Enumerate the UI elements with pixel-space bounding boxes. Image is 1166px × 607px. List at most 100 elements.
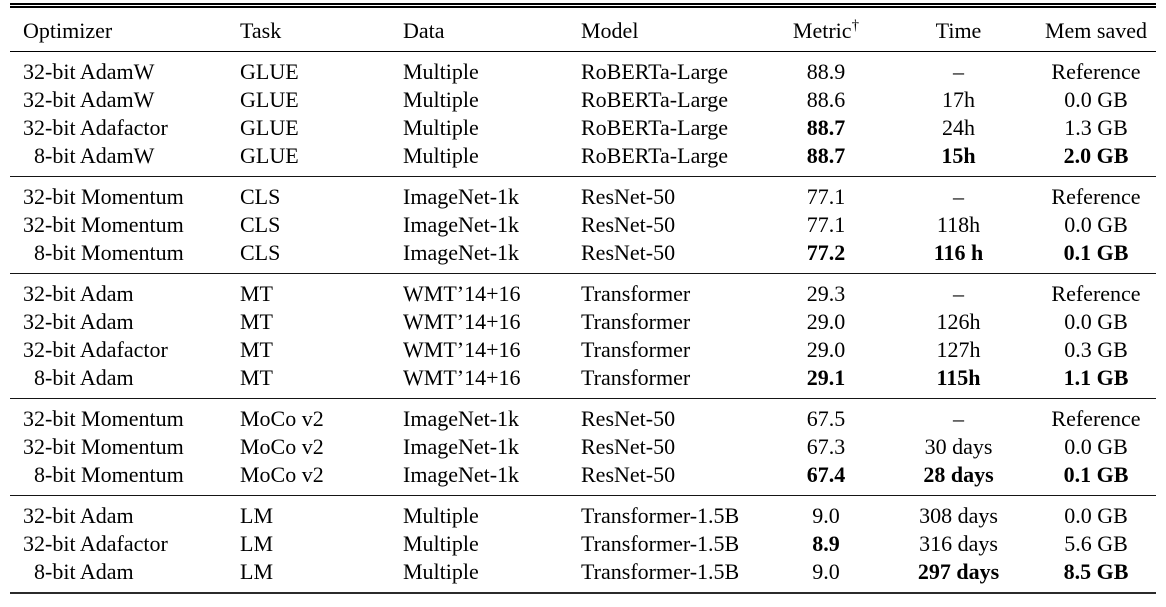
cell-optimizer: 32-bit Adafactor bbox=[23, 115, 168, 140]
bit-width-label: 32 bbox=[23, 184, 45, 209]
cell-time: 297 days bbox=[917, 559, 1000, 584]
cell-time: 15h bbox=[941, 143, 976, 168]
cell-time: – bbox=[953, 281, 964, 306]
cell-data: ImageNet-1k bbox=[403, 212, 520, 237]
cell-metric: 88.9 bbox=[806, 59, 846, 84]
cell-task: CLS bbox=[240, 212, 281, 237]
cell-mem: 5.6 GB bbox=[1064, 531, 1128, 556]
cell-mem: Reference bbox=[1051, 406, 1141, 431]
cell-time: – bbox=[953, 406, 964, 431]
cell-model: ResNet-50 bbox=[581, 212, 676, 237]
cell-data: ImageNet-1k bbox=[403, 184, 520, 209]
cell-task: MT bbox=[240, 337, 273, 362]
cell-metric: 29.1 bbox=[806, 365, 846, 390]
cell-mem: 0.1 GB bbox=[1063, 240, 1129, 265]
cell-mem: 0.0 GB bbox=[1064, 87, 1128, 112]
cell-mem: 0.3 GB bbox=[1064, 337, 1128, 362]
cell-optimizer: 8-bit Adam bbox=[10, 364, 240, 399]
cell-data: WMT’14+16 bbox=[403, 337, 521, 362]
cell-time: 308 days bbox=[919, 503, 998, 528]
cell-metric: 88.7 bbox=[806, 143, 846, 168]
cell-mem: 1.1 GB bbox=[1063, 365, 1129, 390]
cell-task: MoCo v2 bbox=[240, 406, 324, 431]
cell-time: 28 days bbox=[923, 462, 994, 487]
cell-optimizer: 32-bit Adafactor bbox=[23, 337, 168, 362]
cell-data: Multiple bbox=[403, 503, 479, 528]
cell-data: ImageNet-1k bbox=[403, 240, 520, 265]
cell-optimizer: 32-bit Momentum bbox=[23, 434, 184, 459]
bit-width-label: 32 bbox=[23, 309, 45, 334]
cell-optimizer: 32-bit AdamW bbox=[23, 87, 155, 112]
cell-mem: Reference bbox=[1051, 59, 1141, 84]
cell-optimizer: 8-bit AdamW bbox=[10, 142, 240, 177]
bit-width-label: 32 bbox=[23, 434, 45, 459]
cell-mem: 0.0 GB bbox=[1064, 434, 1128, 459]
cell-data: Multiple bbox=[403, 87, 479, 112]
cell-time: – bbox=[953, 59, 964, 84]
cell-model: Transformer bbox=[581, 337, 691, 362]
cell-data: Multiple bbox=[403, 143, 479, 168]
cell-time: 30 days bbox=[924, 434, 993, 459]
cell-time: 126h bbox=[936, 309, 981, 334]
column-header-task: Task bbox=[240, 18, 282, 43]
cell-metric: 67.5 bbox=[806, 406, 846, 431]
cell-metric: 9.0 bbox=[812, 503, 840, 528]
column-header-metric: Metric† bbox=[792, 17, 860, 43]
cell-model: Transformer-1.5B bbox=[581, 503, 740, 528]
cell-metric: 29.0 bbox=[806, 309, 846, 334]
cell-optimizer: 32-bit Adam bbox=[23, 281, 134, 306]
cell-task: LM bbox=[240, 559, 273, 584]
cell-model: RoBERTa-Large bbox=[581, 59, 729, 84]
cell-task: CLS bbox=[240, 184, 281, 209]
cell-model: Transformer bbox=[581, 365, 691, 390]
cell-task: MT bbox=[240, 365, 273, 390]
cell-time: 127h bbox=[936, 337, 981, 362]
cell-mem: 1.3 GB bbox=[1064, 115, 1128, 140]
cell-time: 17h bbox=[942, 87, 975, 112]
cell-optimizer: 32-bit Momentum bbox=[23, 184, 184, 209]
bit-width-label: 32 bbox=[23, 115, 45, 140]
cell-mem: Reference bbox=[1051, 184, 1141, 209]
bit-width-label: 32 bbox=[23, 59, 45, 84]
cell-data: ImageNet-1k bbox=[403, 434, 520, 459]
cell-data: Multiple bbox=[403, 559, 479, 584]
cell-metric: 29.3 bbox=[806, 281, 846, 306]
cell-optimizer: 32-bit AdamW bbox=[23, 59, 155, 84]
cell-optimizer: 8-bit Momentum bbox=[10, 239, 240, 274]
column-header-data: Data bbox=[403, 18, 445, 43]
cell-optimizer: 32-bit Momentum bbox=[23, 406, 184, 431]
cell-model: RoBERTa-Large bbox=[581, 87, 729, 112]
column-header-model: Model bbox=[581, 18, 639, 43]
dagger-superscript: † bbox=[851, 17, 860, 34]
bit-width-label: 32 bbox=[23, 87, 45, 112]
cell-model: RoBERTa-Large bbox=[581, 115, 729, 140]
cell-task: MT bbox=[240, 281, 273, 306]
cell-data: WMT’14+16 bbox=[403, 281, 521, 306]
cell-task: MoCo v2 bbox=[240, 462, 324, 487]
cell-time: 24h bbox=[942, 115, 975, 140]
cell-task: LM bbox=[240, 531, 273, 556]
bit-width-label: 32 bbox=[23, 281, 45, 306]
column-header-optimizer: Optimizer bbox=[23, 18, 113, 43]
cell-task: MoCo v2 bbox=[240, 434, 324, 459]
cell-data: WMT’14+16 bbox=[403, 365, 521, 390]
cell-data: ImageNet-1k bbox=[403, 462, 520, 487]
cell-time: 116 h bbox=[933, 240, 984, 265]
cell-model: ResNet-50 bbox=[581, 406, 676, 431]
bit-width-label: 8 bbox=[34, 365, 45, 390]
